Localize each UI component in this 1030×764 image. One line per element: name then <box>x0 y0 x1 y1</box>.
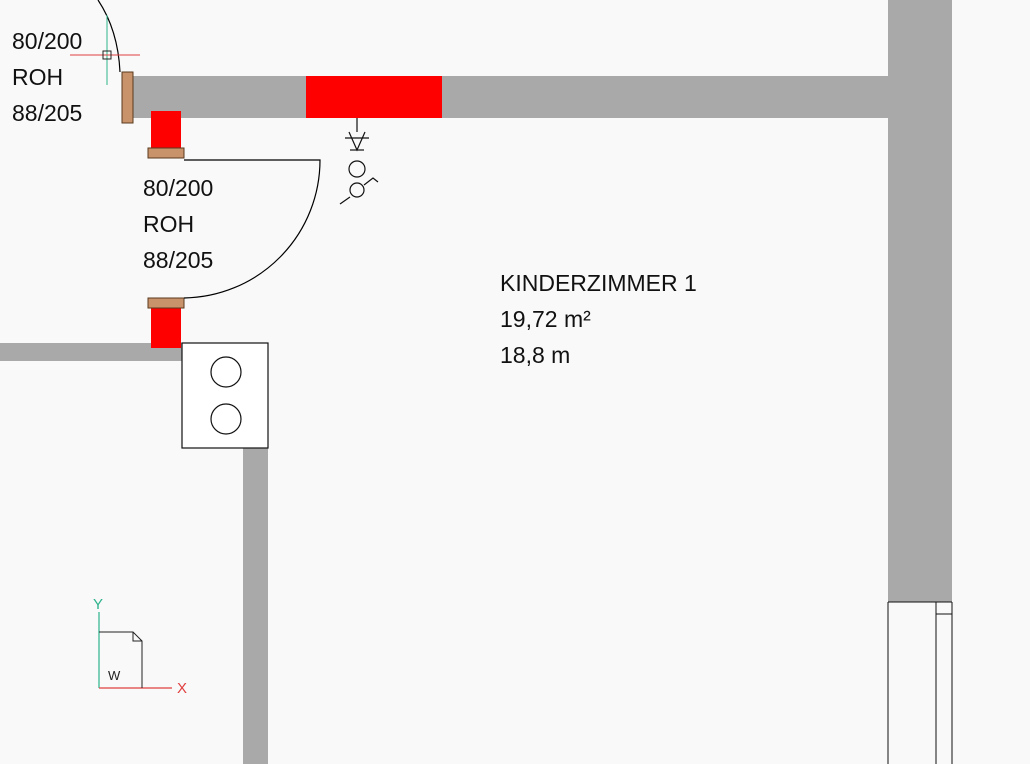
door-tag-2-size: 80/200 <box>143 175 214 201</box>
ucs-w-label: W <box>108 668 121 683</box>
door-tag-1: 80/200 ROH 88/205 <box>12 23 82 131</box>
door-tag-2: 80/200 ROH 88/205 <box>143 170 213 278</box>
door-frame-upper <box>121 71 134 124</box>
door-tag-1-type: ROH <box>12 64 64 90</box>
ucs-x-label: X <box>177 680 187 697</box>
door-jamb-bottom <box>151 306 181 348</box>
door-jamb-top <box>151 111 181 148</box>
door-tag-1-size: 80/200 <box>12 28 83 54</box>
door-frame-top <box>147 147 185 159</box>
door-tag-2-type: ROH <box>143 211 195 237</box>
door-frame-bottom <box>147 297 185 309</box>
window-opening <box>306 76 442 118</box>
ucs-y-label: Y <box>93 596 103 613</box>
upper-door-swing-arc <box>97 0 121 73</box>
door-swing-arc <box>183 159 321 299</box>
fixture-circle-bottom <box>210 403 242 435</box>
top-wall <box>128 76 888 118</box>
door-tag-1-rough: 88/205 <box>12 100 83 126</box>
left-partition-wall <box>0 343 182 361</box>
room-label: KINDERZIMMER 1 19,72 m² 18,8 m <box>500 265 697 373</box>
door-tag-2-rough: 88/205 <box>143 247 214 273</box>
room-name: KINDERZIMMER 1 <box>500 270 697 296</box>
cursor-crosshair <box>70 15 140 85</box>
electrical-switch-symbol <box>339 118 379 205</box>
fixture-circle-top <box>210 356 242 388</box>
right-wall <box>888 0 952 602</box>
room-area: 19,72 m² <box>500 306 591 332</box>
room-perimeter: 18,8 m <box>500 342 571 368</box>
lower-partition-wall <box>243 448 268 764</box>
ucs-icon: Y X W <box>93 596 187 697</box>
right-lower-linework <box>887 601 953 764</box>
